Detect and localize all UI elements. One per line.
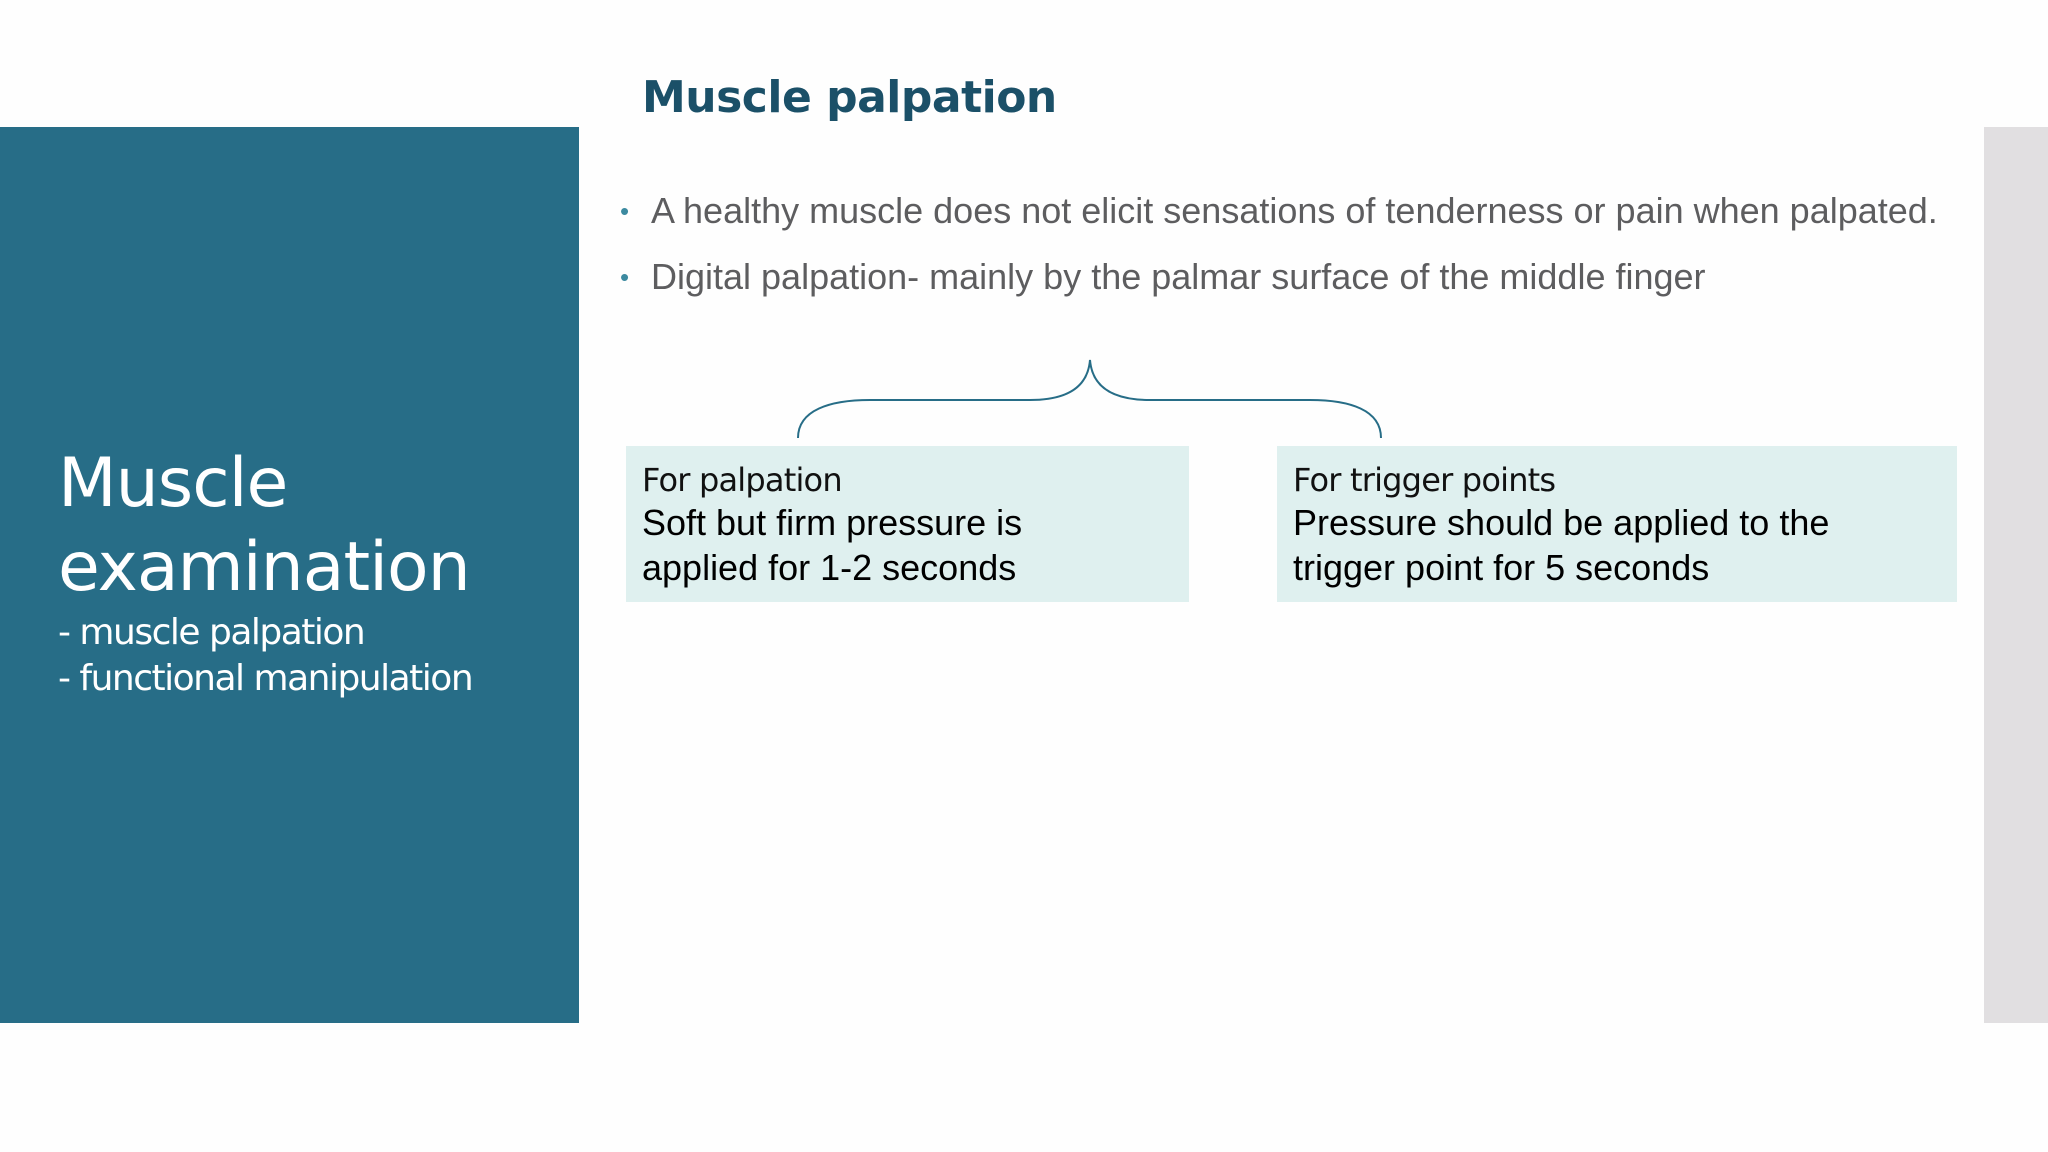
bullet-text: A healthy muscle does not elicit sensati… [651,190,1938,231]
side-strip [1984,127,2048,1023]
section-title-line-1: Muscle [58,444,288,523]
palpation-box: For palpation Soft but firm pressure is … [626,446,1189,602]
section-subitem: - functional manipulation [58,658,474,699]
section-title: Muscle examination [58,442,558,610]
box-body: Pressure should be applied to the trigge… [1293,500,1941,590]
section-subitems: - muscle palpation - functional manipula… [58,610,568,702]
bullet-list: • A healthy muscle does not elicit sensa… [620,190,1960,322]
box-body-line: Soft but firm pressure is [642,502,1023,543]
bullet-dot-icon: • [620,196,630,226]
bullet-dot-icon: • [620,262,630,292]
trigger-points-box: For trigger points Pressure should be ap… [1277,446,1957,602]
section-panel [0,127,579,1023]
box-heading: For trigger points [1293,461,1556,499]
box-body: Soft but firm pressure is applied for 1-… [642,500,1173,590]
section-title-line-2: examination [58,528,471,607]
bullet-item: • Digital palpation- mainly by the palma… [620,256,1960,298]
bullet-text: Digital palpation- mainly by the palmar … [651,256,1706,297]
bullet-item: • A healthy muscle does not elicit sensa… [620,190,1960,232]
box-body-line: trigger point for 5 seconds [1293,547,1710,588]
box-body-line: Pressure should be applied to the [1293,502,1830,543]
box-body-line: applied for 1-2 seconds [642,547,1017,588]
slide-title: Muscle palpation [642,72,1057,123]
section-subitem: - muscle palpation [58,612,366,653]
box-heading: For palpation [642,461,843,499]
